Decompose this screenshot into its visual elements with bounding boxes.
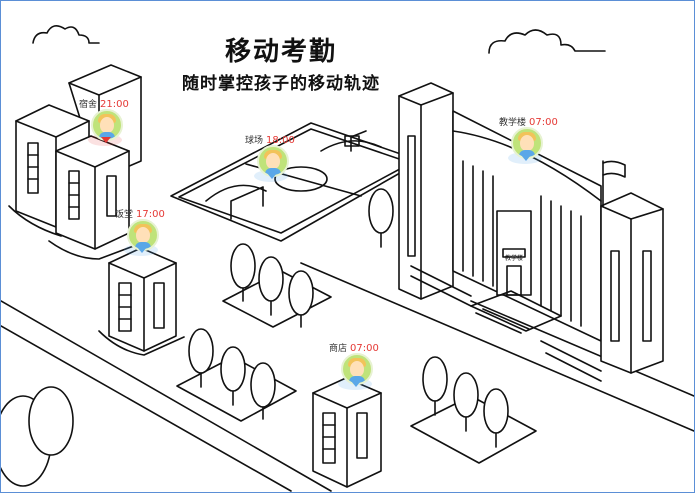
pin-time: 18:00 bbox=[266, 135, 295, 146]
school-building bbox=[398, 82, 664, 382]
child-avatar bbox=[91, 109, 123, 141]
trees-corner bbox=[1, 386, 74, 487]
pin-pointer-icon bbox=[137, 247, 147, 253]
pin-place: 商店 bbox=[329, 344, 348, 354]
pin-pointer-icon bbox=[267, 173, 277, 179]
child-avatar bbox=[341, 353, 373, 385]
road-line bbox=[1, 325, 292, 492]
road-line bbox=[1, 300, 332, 492]
page-title: 移动考勤 bbox=[224, 37, 337, 67]
child-avatar bbox=[127, 219, 159, 251]
pin-pointer-icon bbox=[101, 137, 111, 143]
pin-time: 21:00 bbox=[100, 99, 129, 110]
child-avatar bbox=[511, 127, 543, 159]
pin-pointer-icon bbox=[521, 155, 531, 161]
pin-time: 07:00 bbox=[350, 343, 379, 354]
trees-center bbox=[222, 243, 332, 328]
trees-bottom-right bbox=[410, 356, 537, 464]
dorm-building bbox=[8, 64, 142, 260]
trees-court bbox=[368, 188, 394, 248]
pin-pointer-icon bbox=[351, 381, 361, 387]
road-line bbox=[470, 300, 694, 397]
pin-place: 球场 bbox=[245, 136, 264, 146]
child-avatar bbox=[257, 145, 289, 177]
pin-time: 07:00 bbox=[529, 117, 558, 128]
road-line bbox=[300, 262, 694, 432]
trees-bottom-left bbox=[176, 328, 297, 422]
cloud-right bbox=[488, 29, 606, 54]
pin-place: 宿舍 bbox=[79, 100, 98, 110]
school-sign: 教学楼 bbox=[504, 255, 523, 262]
cloud-left bbox=[32, 25, 100, 44]
cafeteria-building bbox=[98, 247, 185, 356]
pin-place: 饭堂 bbox=[115, 210, 134, 220]
page-subtitle: 随时掌控孩子的移动轨迹 bbox=[182, 74, 380, 94]
pin-place: 教学楼 bbox=[499, 118, 527, 128]
pin-time: 17:00 bbox=[136, 209, 165, 220]
